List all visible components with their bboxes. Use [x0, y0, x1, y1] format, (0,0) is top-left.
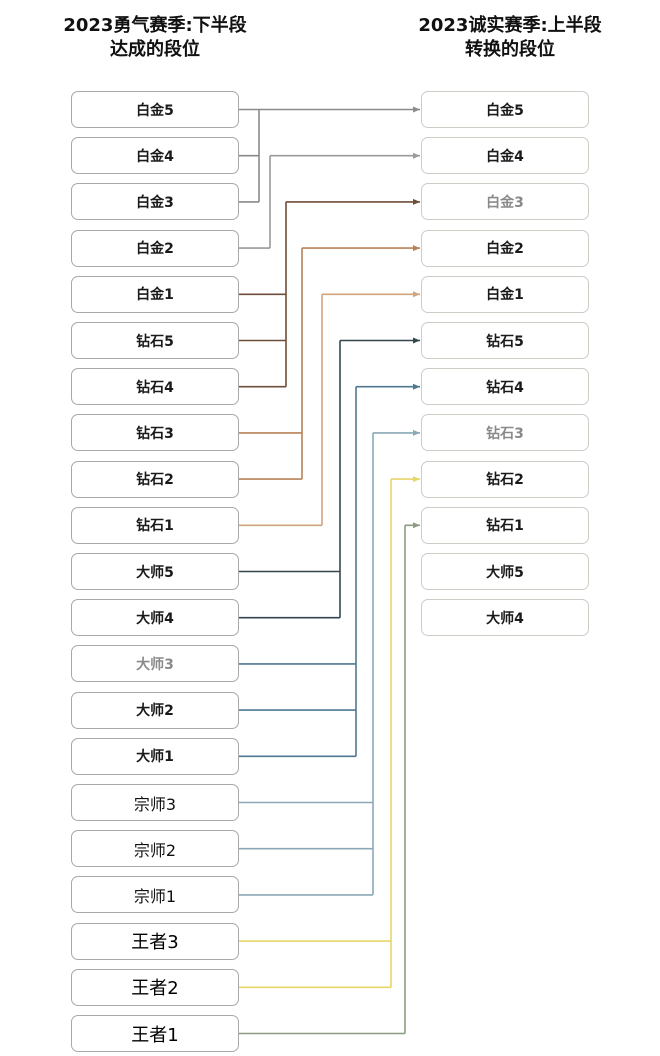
- right-rank-box: 钻石4: [421, 368, 589, 406]
- left-title-line-2: 达成的段位: [110, 39, 200, 60]
- right-title-line-2: 转换的段位: [465, 39, 555, 60]
- left-rank-box: 王者1: [71, 1015, 239, 1052]
- connector-group: [239, 337, 420, 619]
- connector-group: [239, 383, 420, 758]
- left-rank-box: 白金4: [71, 137, 239, 175]
- connector-group: [239, 198, 420, 388]
- connector-group: [239, 429, 420, 896]
- left-rank-box: 大师3: [71, 645, 239, 683]
- right-rank-box: 白金3: [421, 183, 589, 221]
- right-rank-box: 钻石1: [421, 506, 589, 544]
- left-rank-box: 大师4: [71, 599, 239, 637]
- left-rank-box: 宗师3: [71, 784, 239, 821]
- left-rank-box: 钻石1: [71, 506, 239, 544]
- connector-group: [239, 476, 420, 989]
- right-rank-box: 大师4: [421, 599, 589, 637]
- right-rank-box: 白金4: [421, 137, 589, 175]
- left-column-title: 2023勇气赛季:下半段 达成的段位: [25, 14, 285, 62]
- left-rank-box: 白金3: [71, 183, 239, 221]
- right-title-line-1: 2023诚实赛季:上半段: [418, 15, 602, 36]
- left-rank-box: 大师1: [71, 737, 239, 775]
- right-column-title: 2023诚实赛季:上半段 转换的段位: [380, 14, 640, 62]
- left-rank-box: 钻石3: [71, 414, 239, 452]
- left-rank-box: 王者2: [71, 968, 239, 1006]
- right-rank-box: 白金2: [421, 229, 589, 267]
- left-rank-box: 钻石4: [71, 368, 239, 406]
- connector-group: [239, 245, 420, 480]
- right-rank-box: 白金5: [421, 91, 589, 128]
- left-rank-box: 大师5: [71, 553, 239, 590]
- left-rank-box: 白金2: [71, 229, 239, 267]
- connector-group: [239, 152, 420, 249]
- left-rank-box: 大师2: [71, 691, 239, 729]
- left-rank-box: 钻石2: [71, 460, 239, 498]
- left-rank-box: 宗师2: [71, 830, 239, 868]
- left-rank-box: 宗师1: [71, 876, 239, 914]
- connector-group: [239, 291, 420, 527]
- connector-group: [239, 522, 420, 1035]
- left-rank-box: 白金5: [71, 91, 239, 128]
- right-rank-box: 白金1: [421, 275, 589, 313]
- connector-group: [239, 106, 420, 203]
- right-rank-box: 大师5: [421, 553, 589, 590]
- right-rank-box: 钻石3: [421, 414, 589, 452]
- left-rank-box: 白金1: [71, 275, 239, 313]
- left-title-line-1: 2023勇气赛季:下半段: [63, 15, 247, 36]
- right-rank-box: 钻石5: [421, 322, 589, 359]
- left-rank-box: 王者3: [71, 922, 239, 960]
- left-rank-box: 钻石5: [71, 322, 239, 359]
- right-rank-box: 钻石2: [421, 460, 589, 498]
